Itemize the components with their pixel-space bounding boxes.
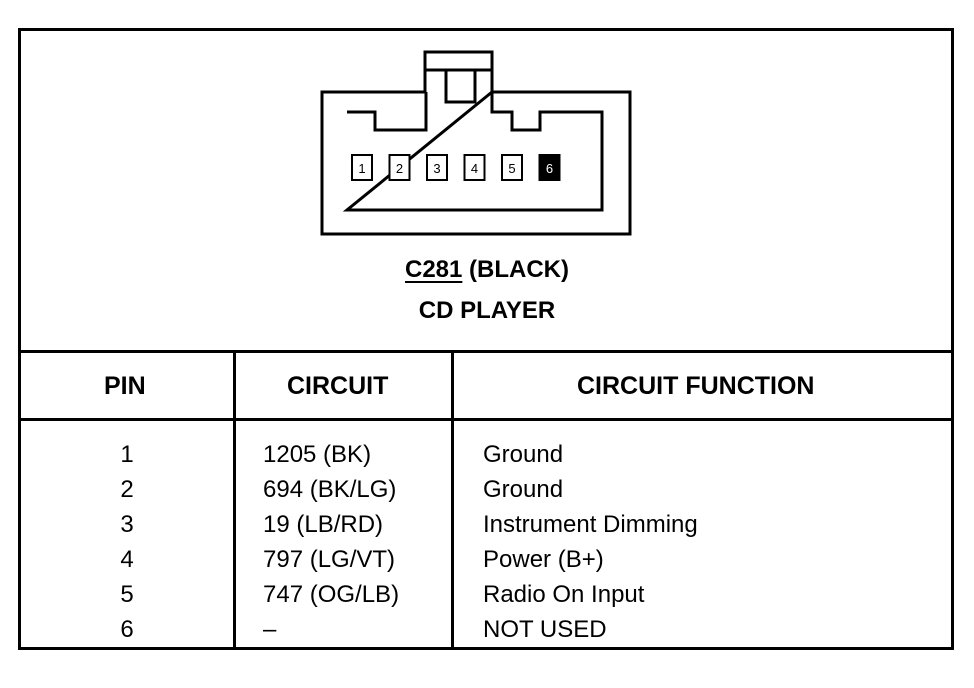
connector-pin-label: 2 — [396, 161, 403, 176]
row-2-circuit: 694 (BK/LG) — [263, 476, 397, 503]
header-circuit-function: CIRCUIT FUNCTION — [577, 372, 815, 400]
row-5-circuit: 747 (OG/LB) — [263, 581, 400, 608]
row-4-circuit: 797 (LG/VT) — [263, 546, 396, 573]
row-3-circuit: 19 (LB/RD) — [263, 511, 384, 538]
row-4-pin: 4 — [120, 546, 134, 573]
row-2-function: Ground — [483, 476, 564, 503]
row-5-pin: 5 — [120, 581, 134, 608]
connector-pin-2: 2 — [388, 154, 411, 181]
row-1-circuit: 1205 (BK) — [263, 441, 372, 468]
connector-id: C281 — [404, 256, 463, 283]
row-6-function: NOT USED — [483, 616, 607, 643]
connector-inner-cavity — [342, 88, 604, 212]
connector-pin-label: 5 — [508, 161, 515, 176]
connector-pin-label: 4 — [471, 161, 478, 176]
connector-pin-4: 4 — [463, 154, 486, 181]
table-column-divider-2 — [451, 350, 454, 650]
table-header-divider — [18, 418, 954, 421]
connector-description: CD PLAYER — [418, 297, 556, 324]
connector-pin-6: 6 — [538, 154, 561, 181]
connector-drawing: 1 2 3 4 5 6 — [320, 50, 632, 236]
table-column-divider-1 — [233, 350, 236, 650]
row-5-function: Radio On Input — [483, 581, 645, 608]
connector-pin-5: 5 — [501, 154, 523, 181]
connector-pin-3: 3 — [426, 154, 448, 181]
connector-pin-label: 3 — [433, 161, 440, 176]
header-circuit: CIRCUIT — [287, 372, 389, 400]
connector-lock-tab — [425, 68, 492, 104]
row-6-pin: 6 — [120, 616, 134, 643]
connector-title: C281 (BLACK) — [0, 256, 974, 284]
connector-color: (BLACK) — [469, 256, 570, 283]
header-pin: PIN — [104, 372, 146, 400]
row-3-function: Instrument Dimming — [483, 511, 698, 538]
row-4-function: Power (B+) — [483, 546, 604, 573]
connector-pin-1: 1 — [351, 154, 373, 181]
row-2-pin: 2 — [120, 476, 134, 503]
diagram-frame — [18, 28, 954, 650]
row-1-pin: 1 — [120, 441, 134, 468]
row-1-function: Ground — [483, 441, 564, 468]
connector-outer-housing — [320, 50, 632, 236]
row-3-pin: 3 — [120, 511, 134, 538]
connector-pin-label: 1 — [358, 161, 365, 176]
row-6-circuit: – — [263, 616, 277, 643]
connector-pin-label: 6 — [546, 161, 553, 176]
table-top-border — [18, 350, 954, 353]
